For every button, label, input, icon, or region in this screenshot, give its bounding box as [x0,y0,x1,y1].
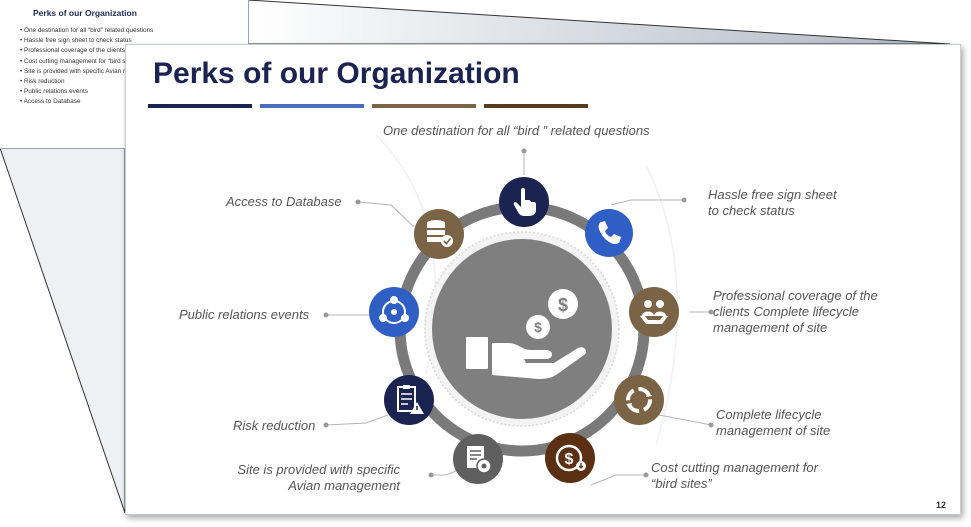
label-hassle-free: Hassle free sign sheet to check status [708,187,837,218]
people-care-icon [629,287,679,337]
icon-circle-destination[interactable] [498,176,550,228]
icon-circle-cost-cutting[interactable]: $ [544,432,596,484]
thumbnail-item: • Access to Database [20,98,81,106]
main-slide[interactable]: Perks of our Organization [125,44,961,515]
label-professional: Professional coverage of the clients Com… [713,288,878,335]
thumbnail-item: • One destination for all “bird” related… [20,27,154,34]
label-cost-cutting: Cost cutting management for “bird sites” [651,460,818,491]
thumbnail-title: Perks of our Organization [33,8,137,18]
svg-text:$: $ [565,451,574,468]
icon-circle-risk-reduction[interactable] [383,374,435,426]
icon-circle-professional[interactable] [628,286,680,338]
icon-circle-lifecycle[interactable] [613,374,665,426]
benefits-diagram: $ $ [323,134,714,486]
thumbnail-item: • Hassle free sign sheet to check status [20,37,132,45]
accent-bar-blue [260,104,364,108]
icon-circle-avian-management[interactable] [452,433,504,485]
accent-bar-dark-brown [484,104,588,108]
thumbnail-item: • Public relations events [20,88,88,96]
icon-circle-public-relations[interactable] [368,286,420,338]
phone-icon [585,209,633,257]
label-database: Access to Database [226,194,342,209]
accent-bar-brown [372,104,476,108]
network-people-icon [369,287,419,337]
label-lifecycle: Complete lifecycle management of site [716,407,831,438]
dollar-large: $ [558,295,568,315]
database-check-icon [414,209,464,259]
checklist-warning-icon [384,375,434,425]
label-public-relations: Public relations events [179,307,310,322]
hand-money-icon [466,289,587,379]
accent-bar-navy [148,104,252,108]
dollar-small: $ [534,319,542,335]
label-risk-reduction: Risk reduction [233,418,316,433]
connector-lines [325,151,712,486]
hand-pointer-icon [499,177,549,227]
connector-dots [323,148,714,478]
icon-circle-database[interactable] [413,208,465,260]
slide-title: Perks of our Organization [153,57,520,90]
label-destination: One destination for all “bird ” related … [383,123,650,138]
dollar-cut-icon: $ [545,433,595,483]
page-number: 12 [935,500,946,510]
thumbnail-item: • Cost cutting management for “bird site… [20,57,138,65]
recycle-icon [614,375,664,425]
label-avian-management: Site is provided with specific Avian man… [237,462,400,493]
thumbnail-item: • Site is provided with specific Avian m… [20,67,161,75]
center-circle [432,239,612,419]
icon-circle-hassle-free[interactable] [584,208,634,258]
document-gear-icon [453,434,503,484]
thumbnail-item: • Risk reduction [20,78,65,86]
